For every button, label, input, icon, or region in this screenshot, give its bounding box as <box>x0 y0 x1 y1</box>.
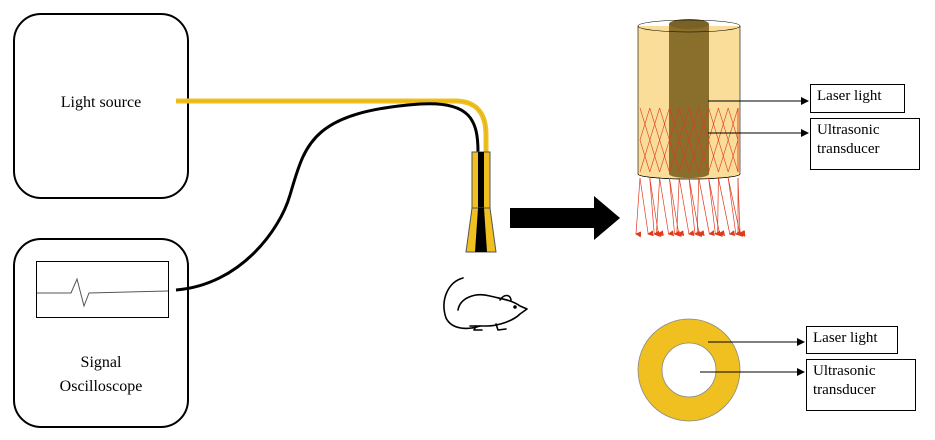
laser-beam-outer <box>716 177 723 238</box>
laser-beam-inner <box>727 107 739 173</box>
laser-beam-outer <box>669 177 680 237</box>
mouse-icon <box>443 277 528 331</box>
light-source-box: Light source <box>13 13 189 199</box>
laser-beam-outer <box>737 177 746 237</box>
oscilloscope-screen <box>36 261 169 318</box>
laser-beam-outer <box>718 177 736 236</box>
laser-beam-outer <box>727 177 742 237</box>
laser-beam-outer <box>635 177 642 238</box>
signal-waveform <box>37 277 169 308</box>
laser-beam-outer <box>698 177 715 237</box>
laser-beam-inner <box>659 107 670 173</box>
laser-beam-outer <box>675 177 682 238</box>
top-transducer-label-line1: Ultrasonic <box>813 363 876 379</box>
laser-beam-inner <box>688 107 700 173</box>
oscilloscope-label-line1: Signal <box>80 354 122 371</box>
laser-beams <box>635 107 746 238</box>
top-laser-label: Laser light <box>806 326 898 354</box>
top-laser-label-text: Laser light <box>813 330 878 346</box>
light-source-label: Light source <box>60 94 142 111</box>
laser-beam-inner <box>708 107 719 173</box>
laser-beam-outer <box>688 177 701 237</box>
laser-beam-outer <box>639 177 654 237</box>
top-transducer-label: Ultrasonic transducer <box>806 359 916 411</box>
laser-beam-inner <box>669 107 680 173</box>
laser-beam-outer <box>708 177 721 237</box>
side-transducer-label: Ultrasonic transducer <box>810 118 920 170</box>
laser-beam-inner <box>698 107 709 173</box>
side-laser-label-text: Laser light <box>817 88 882 104</box>
optical-fiber-outline <box>176 100 487 152</box>
probe <box>465 151 497 253</box>
oscilloscope-label-line2: Oscilloscope <box>59 378 143 395</box>
laser-beam-inner <box>639 107 651 173</box>
side-transducer-label-line1: Ultrasonic <box>817 122 880 138</box>
laser-beam-outer <box>659 177 675 237</box>
laser-beam-inner <box>718 107 729 173</box>
laser-beam-outer <box>649 177 660 237</box>
signal-cable <box>175 102 480 292</box>
side-view-cylinder <box>637 19 741 180</box>
side-transducer-label-line2: transducer <box>817 141 880 157</box>
oscilloscope-box: Signal Oscilloscope <box>13 238 189 428</box>
right-arrow-icon <box>510 196 620 240</box>
laser-beam-outer <box>655 177 662 238</box>
top-view-ring <box>637 318 741 422</box>
laser-beam-outer <box>678 177 695 237</box>
laser-beam-outer <box>696 177 703 238</box>
side-laser-label: Laser light <box>810 84 905 113</box>
top-transducer-label-line2: transducer <box>813 382 876 398</box>
laser-beam-inner <box>678 107 690 173</box>
laser-beam-inner <box>649 107 660 173</box>
